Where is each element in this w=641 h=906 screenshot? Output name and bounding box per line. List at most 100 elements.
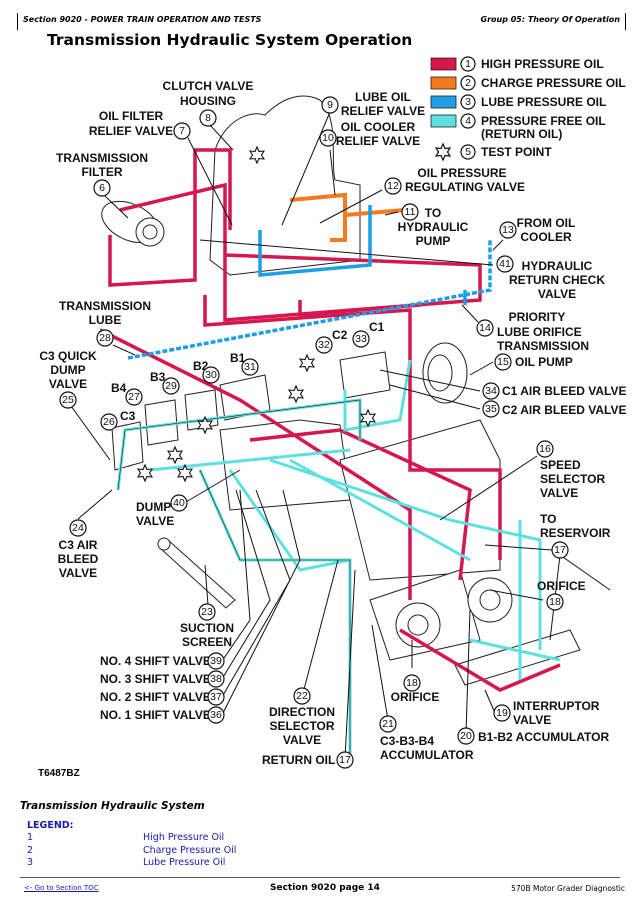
svg-text:RETURN CHECK: RETURN CHECK	[509, 273, 605, 287]
svg-text:LUBE: LUBE	[89, 313, 122, 327]
key-swatch-return-oil	[430, 114, 457, 128]
legend-label: Lube Pressure Oil	[143, 857, 226, 868]
svg-text:RESERVOIR: RESERVOIR	[540, 526, 611, 540]
svg-text:SCREEN: SCREEN	[182, 635, 232, 649]
svg-text:PRESSURE FREE OIL: PRESSURE FREE OIL	[481, 114, 606, 128]
svg-text:LUBE PRESSURE OIL: LUBE PRESSURE OIL	[481, 95, 606, 109]
svg-text:9: 9	[327, 99, 333, 111]
svg-text:11: 11	[405, 206, 416, 218]
svg-text:OIL PRESSURE: OIL PRESSURE	[417, 166, 506, 180]
key-item-2: 2 CHARGE PRESSURE OIL	[460, 75, 626, 91]
callout-27: B4 27	[111, 381, 143, 406]
svg-text:1: 1	[465, 58, 471, 70]
svg-text:HIGH PRESSURE OIL: HIGH PRESSURE OIL	[481, 57, 604, 71]
svg-text:C3: C3	[120, 409, 136, 423]
svg-text:PRIORITY: PRIORITY	[509, 310, 566, 324]
callout-25: C3 QUICK DUMP VALVE 25	[39, 349, 97, 409]
callout-30: B2 30	[193, 359, 220, 384]
callout-35: 35 C2 AIR BLEED VALVE	[482, 400, 626, 418]
svg-text:FILTER: FILTER	[81, 165, 122, 179]
svg-text:HYDRAULIC: HYDRAULIC	[398, 220, 469, 234]
callout-17-return-oil: RETURN OIL 17	[262, 751, 354, 769]
machine-outlines	[101, 95, 581, 686]
svg-text:24: 24	[72, 522, 84, 534]
callout-38: NO. 3 SHIFT VALVE 38	[100, 670, 225, 688]
callout-10: 10 OIL COOLER RELIEF VALVE	[319, 120, 420, 148]
svg-text:ORIFICE: ORIFICE	[391, 690, 440, 704]
svg-text:SELECTOR: SELECTOR	[269, 719, 334, 733]
legend-row: 3 Lube Pressure Oil	[27, 857, 236, 870]
callout-28: TRANSMISSION LUBE 28	[59, 299, 151, 347]
svg-text:C1: C1	[369, 320, 385, 334]
section-toc-link[interactable]: <- Go to Section TOC	[24, 884, 99, 892]
svg-text:29: 29	[165, 380, 177, 392]
svg-text:5: 5	[465, 146, 471, 158]
svg-text:NO. 4 SHIFT VALVE: NO. 4 SHIFT VALVE	[100, 654, 211, 668]
callout-6: TRANSMISSION FILTER 6	[56, 151, 148, 197]
svg-text:25: 25	[62, 394, 74, 406]
svg-text:VALVE: VALVE	[59, 566, 97, 580]
svg-text:34: 34	[485, 385, 497, 397]
callout-19: 19 INTERRUPTOR VALVE	[493, 699, 600, 727]
callout-13: 13 FROM OIL COOLER	[499, 216, 575, 244]
interruptor-valve-body	[454, 629, 581, 686]
svg-text:VALVE: VALVE	[538, 287, 576, 301]
key-swatch-lube-pressure	[430, 95, 457, 109]
svg-text:NO. 3 SHIFT VALVE: NO. 3 SHIFT VALVE	[100, 672, 211, 686]
key-swatch-high-pressure	[430, 57, 457, 71]
key-swatch-charge-pressure	[430, 76, 457, 90]
svg-text:17: 17	[554, 544, 566, 556]
callout-40: DUMP 40 VALVE	[136, 494, 188, 528]
svg-text:TRANSMISSION: TRANSMISSION	[56, 151, 148, 165]
legend: LEGEND: 1 High Pressure Oil 2 Charge Pre…	[27, 820, 236, 870]
svg-text:NO. 1 SHIFT VALVE: NO. 1 SHIFT VALVE	[100, 708, 211, 722]
svg-text:DUMP: DUMP	[136, 500, 171, 514]
callout-9: 9 LUBE OIL RELIEF VALVE	[321, 90, 425, 118]
svg-text:BLEED: BLEED	[58, 552, 99, 566]
svg-text:19: 19	[496, 707, 508, 719]
svg-text:CLUTCH VALVE: CLUTCH VALVE	[163, 79, 254, 93]
svg-text:TO: TO	[540, 512, 556, 526]
svg-text:21: 21	[382, 718, 394, 730]
svg-text:LUBE ORIFICE: LUBE ORIFICE	[497, 325, 582, 339]
svg-text:27: 27	[128, 391, 140, 403]
hydraulic-diagram: 1 HIGH PRESSURE OIL 2 CHARGE PRESSURE OI…	[39, 56, 626, 769]
clutch-valve-housing	[209, 95, 361, 276]
svg-text:RELIEF VALVE: RELIEF VALVE	[336, 134, 420, 148]
callout-39: NO. 4 SHIFT VALVE 39	[100, 652, 225, 670]
svg-text:COOLER: COOLER	[520, 230, 572, 244]
svg-text:39: 39	[210, 655, 222, 667]
svg-text:VALVE: VALVE	[49, 377, 87, 391]
charge-pressure-lines	[289, 192, 406, 242]
svg-text:17: 17	[339, 754, 351, 766]
svg-text:ACCUMULATOR: ACCUMULATOR	[380, 748, 474, 762]
callout-37: NO. 2 SHIFT VALVE 37	[100, 688, 225, 706]
svg-text:35: 35	[485, 403, 497, 415]
legend-row: 1 High Pressure Oil	[27, 832, 236, 845]
legend-num: 2	[27, 844, 34, 856]
figure-id: T6487BZ	[38, 768, 80, 779]
b4-c3-clutch	[111, 421, 144, 471]
svg-text:HYDRAULIC: HYDRAULIC	[522, 259, 593, 273]
svg-text:HOUSING: HOUSING	[180, 94, 236, 108]
svg-text:DUMP: DUMP	[50, 363, 85, 377]
legend-row: 2 Charge Pressure Oil	[27, 845, 236, 858]
key-item-5: 5 TEST POINT	[460, 144, 552, 160]
svg-text:40: 40	[173, 497, 185, 509]
svg-text:VALVE: VALVE	[513, 713, 551, 727]
key-item-4: 4 PRESSURE FREE OIL (RETURN OIL)	[460, 113, 606, 141]
footer-divider	[20, 877, 620, 878]
svg-text:26: 26	[103, 416, 115, 428]
legend-title: LEGEND:	[27, 820, 74, 831]
svg-text:6: 6	[99, 182, 105, 194]
page-header: Section 9020 - POWER TRAIN OPERATION AND…	[17, 13, 626, 30]
svg-text:18: 18	[549, 596, 561, 608]
callout-32: 32 C2	[315, 328, 348, 354]
svg-text:TRANSMISSION: TRANSMISSION	[497, 339, 589, 353]
callout-26: 26 C3	[100, 409, 136, 431]
svg-text:C3 QUICK: C3 QUICK	[39, 349, 97, 363]
callout-18-orifice-left: 18 ORIFICE	[391, 674, 440, 704]
svg-text:RETURN OIL: RETURN OIL	[262, 753, 335, 767]
leader-lines	[70, 111, 611, 759]
test-point-icon	[298, 353, 316, 373]
